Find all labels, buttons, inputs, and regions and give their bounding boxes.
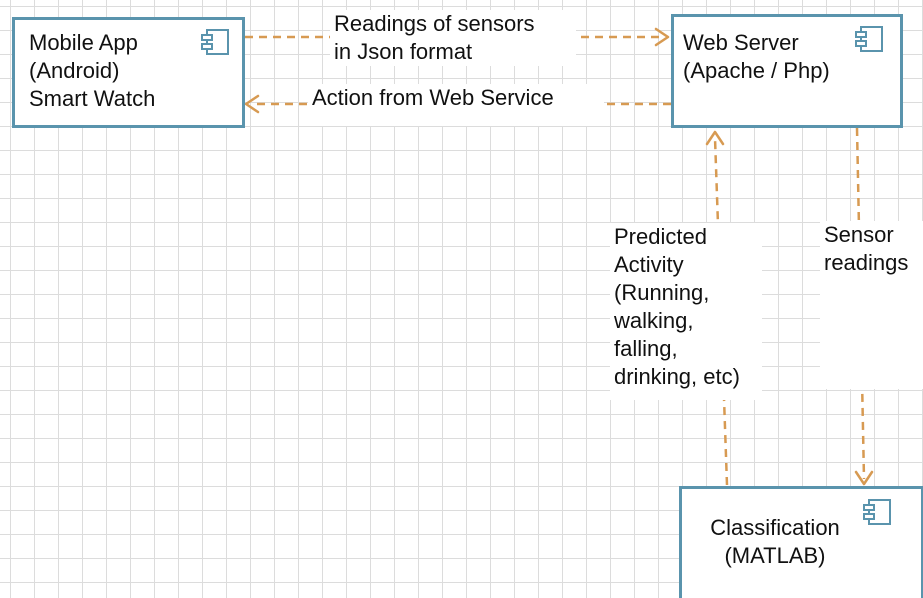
component-icon [863, 499, 891, 525]
node-web-server[interactable]: Web Server (Apache / Php) [671, 14, 903, 128]
arrowhead-left [244, 94, 260, 114]
edge-label-sensor-readings: Sensor readings [820, 221, 923, 389]
node-classification[interactable]: Classification (MATLAB) [679, 486, 923, 598]
component-icon [201, 29, 229, 55]
edge-label-predicted-activity: Predicted Activity (Running, walking, fa… [610, 223, 762, 400]
arrowhead-right [654, 27, 670, 47]
node-classification-label: Classification (MATLAB) [710, 515, 840, 568]
edge-label-action-from-web: Action from Web Service [308, 84, 604, 126]
node-mobile-app-label: Mobile App (Android) Smart Watch [29, 30, 156, 111]
edge-label-readings-json: Readings of sensors in Json format [330, 10, 576, 66]
component-icon [855, 26, 883, 52]
node-web-server-label: Web Server (Apache / Php) [683, 30, 830, 83]
arrowhead-down [854, 470, 874, 486]
arrowhead-up [705, 130, 725, 146]
node-mobile-app[interactable]: Mobile App (Android) Smart Watch [12, 17, 245, 128]
